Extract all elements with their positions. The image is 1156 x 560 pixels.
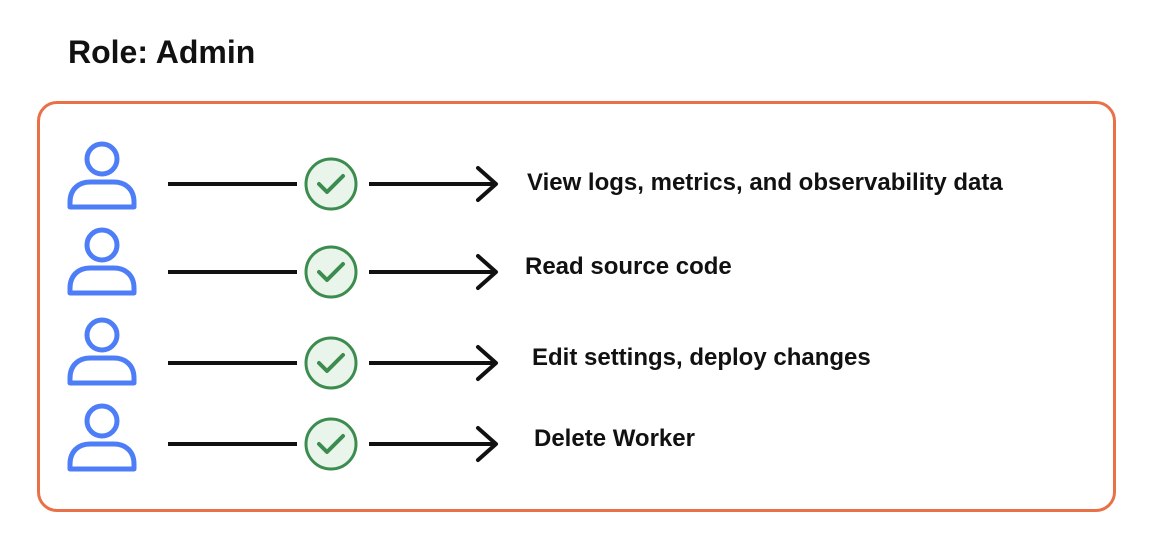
check-circle-icon bbox=[304, 157, 358, 211]
arrow-right-icon bbox=[369, 426, 498, 462]
user-icon bbox=[67, 141, 137, 210]
permission-flow bbox=[168, 157, 498, 211]
check-circle-icon bbox=[304, 245, 358, 299]
permission-row: View logs, metrics, and observability da… bbox=[0, 140, 1156, 220]
user-icon bbox=[67, 317, 137, 386]
permission-row: Delete Worker bbox=[0, 402, 1156, 482]
permissions-panel bbox=[37, 101, 1116, 512]
user-icon bbox=[67, 227, 137, 296]
permission-label: Delete Worker bbox=[534, 425, 695, 452]
check-circle-icon bbox=[304, 417, 358, 471]
permission-row: Edit settings, deploy changes bbox=[0, 316, 1156, 396]
arrow-right-icon bbox=[369, 345, 498, 381]
permission-label: View logs, metrics, and observability da… bbox=[527, 169, 1003, 196]
arrow-right-icon bbox=[369, 166, 498, 202]
permission-row: Read source code bbox=[0, 226, 1156, 306]
user-icon bbox=[67, 403, 137, 472]
role-title: Role: Admin bbox=[68, 34, 256, 70]
permission-flow bbox=[168, 336, 498, 390]
arrow-right-icon bbox=[369, 254, 498, 290]
permission-flow bbox=[168, 245, 498, 299]
permission-label: Read source code bbox=[525, 253, 732, 280]
permission-label: Edit settings, deploy changes bbox=[532, 344, 871, 371]
check-circle-icon bbox=[304, 336, 358, 390]
permission-flow bbox=[168, 417, 498, 471]
